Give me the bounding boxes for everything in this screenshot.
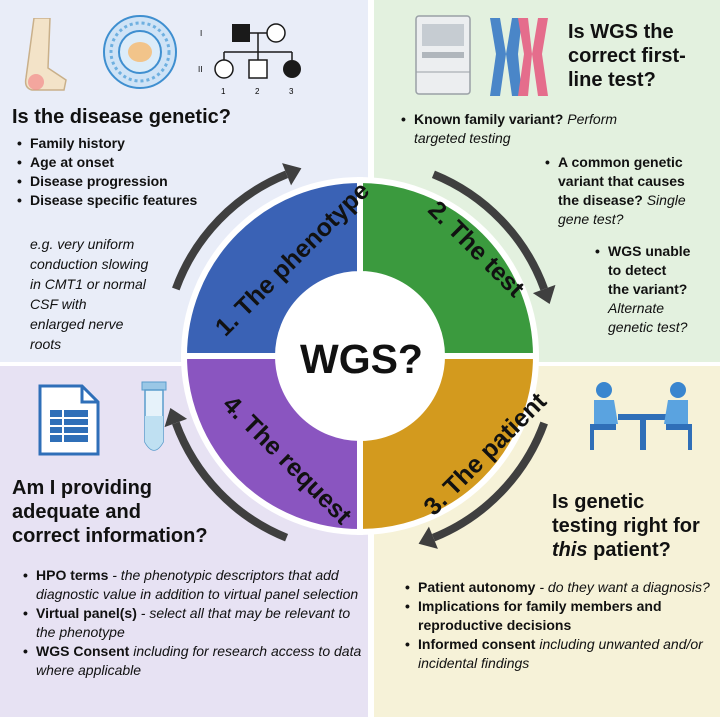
example-line: roots	[30, 336, 62, 352]
test-heading: Is WGS the correct first- line test?	[568, 21, 686, 91]
sequencer-icon	[415, 15, 471, 95]
phenotype-bullet-list: Family history Age at onset Disease prog…	[14, 134, 220, 210]
arrow-to-request	[431, 421, 548, 542]
list-item: Patient autonomy - do they want a diagno…	[405, 578, 720, 597]
list-item: Disease progression	[17, 172, 220, 191]
patient-bullet-list: Patient autonomy - do they want a diagno…	[402, 578, 720, 673]
example-line: enlarged nerve	[30, 316, 124, 332]
arrow-to-phenotype	[172, 421, 289, 542]
center-label: WGS?	[300, 336, 423, 382]
request-heading: Am I providing adequate and correct info…	[12, 477, 208, 547]
phenotype-example: e.g. very uniform conduction slowing in …	[30, 234, 148, 354]
arrow-to-patient	[431, 170, 548, 291]
document-icon	[38, 384, 100, 456]
arrow-to-request-head	[418, 526, 438, 549]
arrow-to-phenotype-head	[164, 408, 188, 428]
list-item: Implications for family members and repr…	[405, 597, 720, 635]
leg-icon	[24, 18, 67, 91]
pedigree-label: I	[200, 29, 202, 38]
example-line: in CMT1 or normal	[30, 276, 146, 292]
list-item: Family history	[17, 134, 220, 153]
pedigree-label: 3	[289, 87, 294, 96]
pedigree-label: 2	[255, 87, 260, 96]
list-item: Informed consent including unwanted and/…	[405, 635, 720, 673]
patient-heading: Is genetic testing right for this patien…	[552, 491, 700, 561]
example-line: conduction slowing	[30, 256, 149, 272]
sample-tube-icon	[141, 381, 167, 451]
chromosome-icon	[490, 18, 548, 96]
arrow-to-test-head	[282, 163, 302, 186]
request-bullet-list: HPO terms - the phenotypic descriptors t…	[20, 566, 366, 680]
wheel-center	[278, 274, 442, 438]
pedigree-label: 1	[221, 87, 226, 96]
list-item: Disease specific features	[17, 191, 220, 210]
arrow-to-test	[172, 170, 289, 291]
phenotype-heading: Is the disease genetic?	[12, 106, 231, 128]
example-line: e.g. very uniform	[30, 236, 135, 252]
list-item: WGS Consent including for research acces…	[23, 642, 366, 680]
pedigree-icon: I II 1 2 3	[198, 23, 301, 96]
test-item: WGS unable to detect the variant? Altern…	[595, 242, 718, 337]
list-item: HPO terms - the phenotypic descriptors t…	[23, 566, 366, 604]
list-item: Age at onset	[17, 153, 220, 172]
neuron-cell-icon	[103, 15, 177, 89]
pedigree-label: II	[198, 65, 202, 74]
test-item: Known family variant? Perform targeted t…	[401, 110, 704, 148]
example-line: CSF with	[30, 296, 87, 312]
consultation-icon	[590, 382, 692, 450]
test-item: A common genetic variant that causes the…	[545, 153, 718, 229]
arrow-to-patient-head	[532, 284, 556, 304]
list-item: Virtual panel(s) - select all that may b…	[23, 604, 366, 642]
